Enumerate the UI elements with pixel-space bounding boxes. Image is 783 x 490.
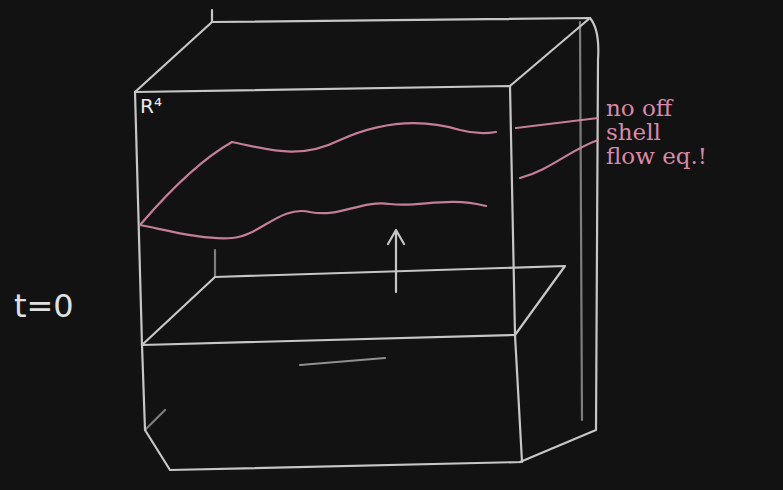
lower-slab [142, 335, 522, 470]
right-face [520, 18, 598, 462]
evolution-arrow [388, 230, 404, 292]
top-face [135, 18, 590, 92]
lower-slice [140, 202, 486, 238]
time-label: t=0 [14, 290, 74, 324]
space-label: R⁴ [140, 96, 162, 117]
back-edge [211, 10, 213, 22]
note-text: no off shell flow eq.! [606, 96, 714, 168]
upper-slice [140, 123, 496, 225]
chalk-mark [300, 358, 385, 365]
leader-line [516, 118, 598, 128]
plane-edge [214, 250, 216, 277]
lower-edge [145, 410, 165, 430]
right-face-edge [580, 22, 582, 420]
leader-line [520, 140, 598, 178]
front-face [135, 86, 515, 345]
time-zero-plane [142, 266, 565, 345]
